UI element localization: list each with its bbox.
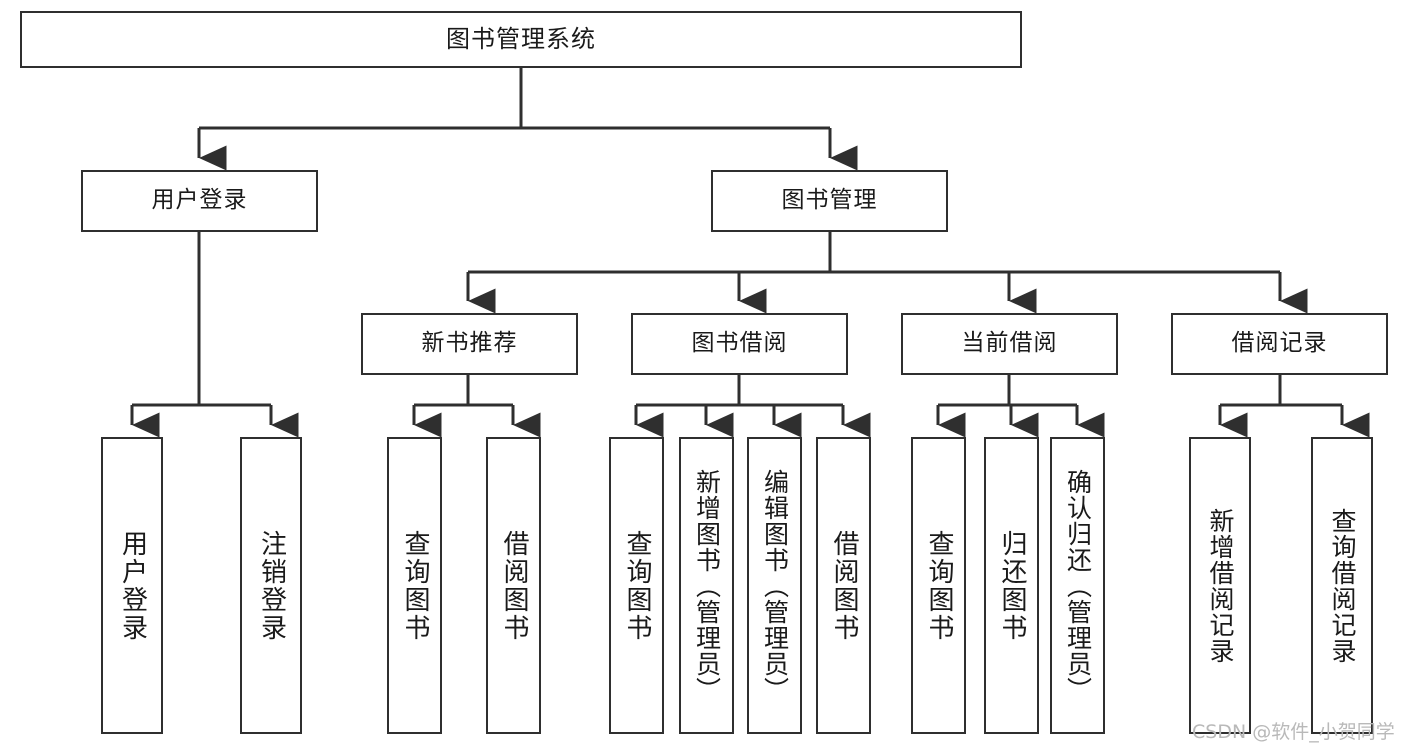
node-label: 查询图书 xyxy=(400,529,431,642)
leaf-confirm-return-admin[interactable]: 确认归还（管理员） xyxy=(1050,437,1105,734)
leaf-query-borrow-record[interactable]: 查询借阅记录 xyxy=(1311,437,1373,734)
node-label: 用户登录 xyxy=(151,187,248,214)
node-label: 新增借阅记录 xyxy=(1206,507,1235,664)
leaf-query-books-borrow[interactable]: 查询图书 xyxy=(609,437,664,734)
node-label: 确认归还（管理员） xyxy=(1063,468,1093,703)
leaf-query-books-current[interactable]: 查询图书 xyxy=(911,437,966,734)
leaf-add-book-admin[interactable]: 新增图书（管理员） xyxy=(679,437,734,734)
node-label: 编辑图书（管理员） xyxy=(760,468,790,703)
node-current-borrow[interactable]: 当前借阅 xyxy=(901,313,1118,375)
leaf-borrow-books[interactable]: 借阅图书 xyxy=(816,437,871,734)
node-borrow-records[interactable]: 借阅记录 xyxy=(1171,313,1388,375)
node-label: 借阅图书 xyxy=(829,529,860,642)
node-label: 图书借阅 xyxy=(691,330,788,357)
node-label: 借阅图书 xyxy=(499,529,530,642)
node-label: 注销登录 xyxy=(256,529,287,642)
node-label: 图书管理系统 xyxy=(446,25,596,54)
leaf-query-books-recommend[interactable]: 查询图书 xyxy=(387,437,442,734)
leaf-borrow-books-recommend[interactable]: 借阅图书 xyxy=(486,437,541,734)
csdn-watermark: CSDN @软件_小贺同学 xyxy=(1192,721,1395,743)
node-label: 新增图书（管理员） xyxy=(692,468,722,703)
node-label: 查询借阅记录 xyxy=(1328,507,1357,664)
node-new-book-recommend[interactable]: 新书推荐 xyxy=(361,313,578,375)
node-label: 当前借阅 xyxy=(961,330,1058,357)
node-root-system[interactable]: 图书管理系统 xyxy=(20,11,1022,68)
node-label: 新书推荐 xyxy=(421,330,518,357)
leaf-logout[interactable]: 注销登录 xyxy=(240,437,302,734)
leaf-user-login[interactable]: 用户登录 xyxy=(101,437,163,734)
node-label: 查询图书 xyxy=(924,529,955,642)
node-label: 归还图书 xyxy=(997,529,1028,642)
node-label: 图书管理 xyxy=(781,187,878,214)
leaf-return-books[interactable]: 归还图书 xyxy=(984,437,1039,734)
node-book-borrow[interactable]: 图书借阅 xyxy=(631,313,848,375)
leaf-add-borrow-record[interactable]: 新增借阅记录 xyxy=(1189,437,1251,734)
node-label: 借阅记录 xyxy=(1231,330,1328,357)
node-user-login[interactable]: 用户登录 xyxy=(81,170,318,232)
leaf-edit-book-admin[interactable]: 编辑图书（管理员） xyxy=(747,437,802,734)
node-book-management[interactable]: 图书管理 xyxy=(711,170,948,232)
node-label: 用户登录 xyxy=(117,529,148,642)
node-label: 查询图书 xyxy=(622,529,653,642)
